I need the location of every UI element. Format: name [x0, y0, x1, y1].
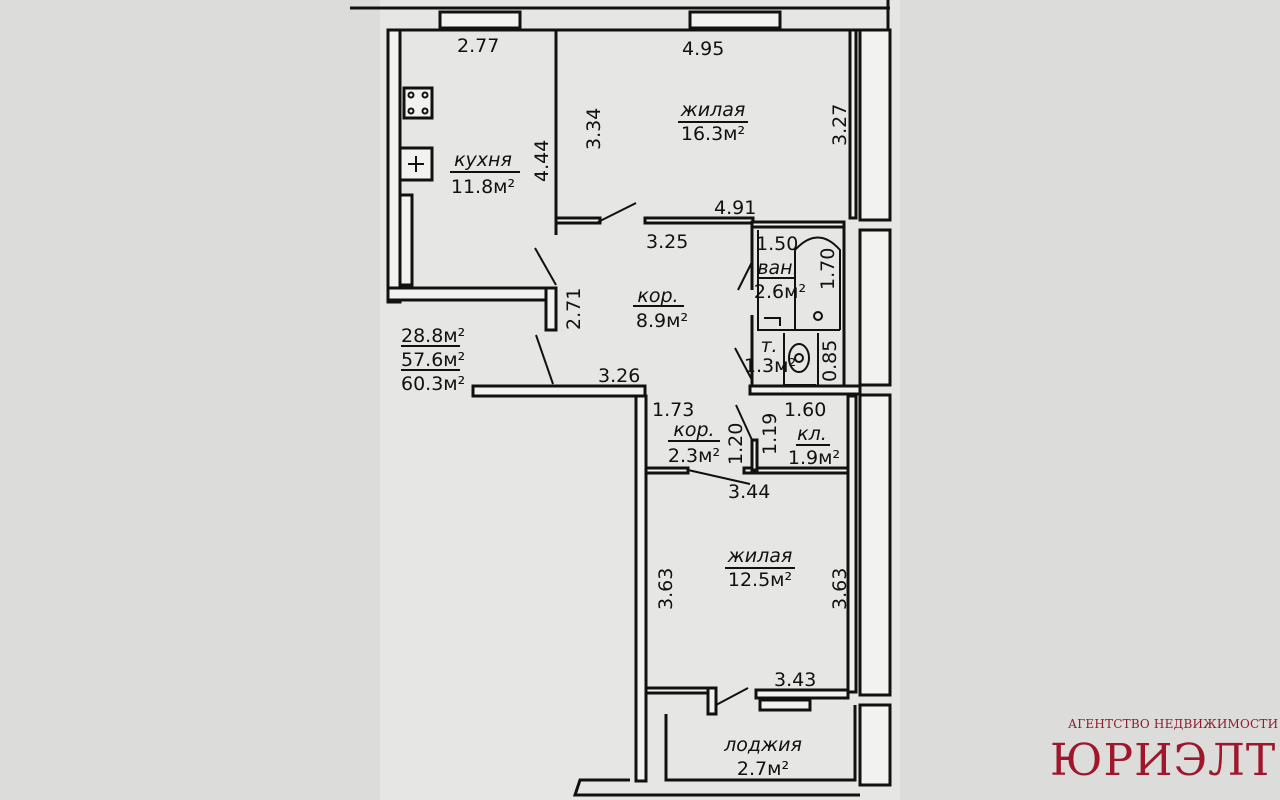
- room-name: лоджия: [723, 734, 802, 756]
- top-exterior-wall: [350, 0, 890, 32]
- room-name: ван.: [757, 257, 798, 279]
- room-area: 11.8м²: [451, 176, 515, 198]
- room-area: 2.7м²: [737, 758, 789, 780]
- room-area: 2.3м²: [668, 445, 720, 467]
- watermark-logo: ЮРИЭЛТ: [1050, 735, 1277, 786]
- dimension-label: 1.20: [725, 423, 747, 465]
- room-name: кор.: [673, 419, 714, 441]
- room-name: жилая: [727, 545, 793, 567]
- watermark-subtitle: АГЕНТСТВО НЕДВИЖИМОСТИ: [1068, 717, 1279, 731]
- bathtub-icon: [794, 236, 841, 330]
- dimension-label: 3.26: [598, 365, 640, 387]
- dimension-label: 3.44: [728, 481, 770, 503]
- room-name: кл.: [797, 423, 827, 445]
- dimension-label: 4.91: [714, 197, 756, 219]
- room-corridor-2: кор. 2.3м²: [668, 419, 720, 467]
- room-name: кухня: [454, 149, 512, 171]
- kitchen-counter: [398, 193, 414, 287]
- dimension-label: 2.71: [563, 288, 585, 330]
- area-totals: 28.8м² 57.6м² 60.3м²: [401, 325, 465, 395]
- room-name: жилая: [680, 99, 746, 121]
- dimension-label: 4.44: [531, 140, 553, 182]
- room-area: 1.3м²: [744, 355, 796, 377]
- room-area: 16.3м²: [681, 123, 745, 145]
- bathroom-block: [734, 220, 846, 390]
- room-area: 2.6м²: [754, 281, 806, 303]
- dimension-label: 4.95: [682, 38, 724, 60]
- room-name: кор.: [637, 285, 678, 307]
- dimension-label: 1.73: [652, 399, 694, 421]
- room-name: т.: [760, 335, 777, 357]
- room-corridor-1: кор. 8.9м²: [633, 285, 688, 332]
- living-door-swing: [597, 202, 637, 223]
- living-area-total: 28.8м²: [401, 325, 465, 347]
- room-toilet: т. 1.3м²: [744, 335, 796, 377]
- room-area: 8.9м²: [636, 310, 688, 332]
- room-closet: кл. 1.9м²: [788, 423, 840, 469]
- corridor-wall: [471, 384, 647, 398]
- toilet-door-swing: [734, 347, 753, 381]
- entrance-door-swing: [535, 334, 554, 385]
- dimension-label: 3.25: [646, 231, 688, 253]
- room-area: 1.9м²: [788, 447, 840, 469]
- dimension-label: 3.34: [583, 108, 605, 150]
- dimension-label: 2.77: [457, 35, 499, 57]
- toilet-icon: [788, 343, 810, 373]
- dimension-label: 1.70: [817, 248, 839, 290]
- dimension-label: 3.63: [829, 568, 851, 610]
- window: [688, 10, 782, 30]
- total-area-with-loggia: 60.3м²: [401, 373, 465, 395]
- lower-walls: [572, 394, 860, 797]
- bath-door-swing: [737, 261, 753, 291]
- room-kitchen: кухня 11.8м²: [450, 149, 520, 198]
- dimension-label: 3.43: [774, 669, 816, 691]
- stove-icon: [402, 86, 434, 120]
- dimension-label: 1.19: [759, 413, 781, 455]
- dimension-label: 0.85: [819, 340, 841, 382]
- room-bath: ван. 2.6м²: [754, 257, 806, 303]
- room-living-1: жилая 16.3м²: [678, 99, 748, 145]
- room-living-2: жилая 12.5м²: [725, 545, 795, 591]
- room-area: 12.5м²: [728, 569, 792, 591]
- window: [438, 10, 522, 30]
- room-loggia: лоджия 2.7м²: [723, 734, 802, 780]
- dimension-label: 3.63: [655, 568, 677, 610]
- dimension-label: 3.27: [829, 104, 851, 146]
- total-area: 57.6м²: [401, 349, 465, 371]
- kitchen-door-swing: [534, 247, 557, 286]
- dimension-label: 1.60: [784, 399, 826, 421]
- kitchen-walls: [386, 28, 558, 332]
- dimension-label: 1.50: [756, 233, 798, 255]
- dimensions: 2.77 4.95 3.34 4.44 3.27 4.91 3.25 2.71 …: [457, 35, 851, 691]
